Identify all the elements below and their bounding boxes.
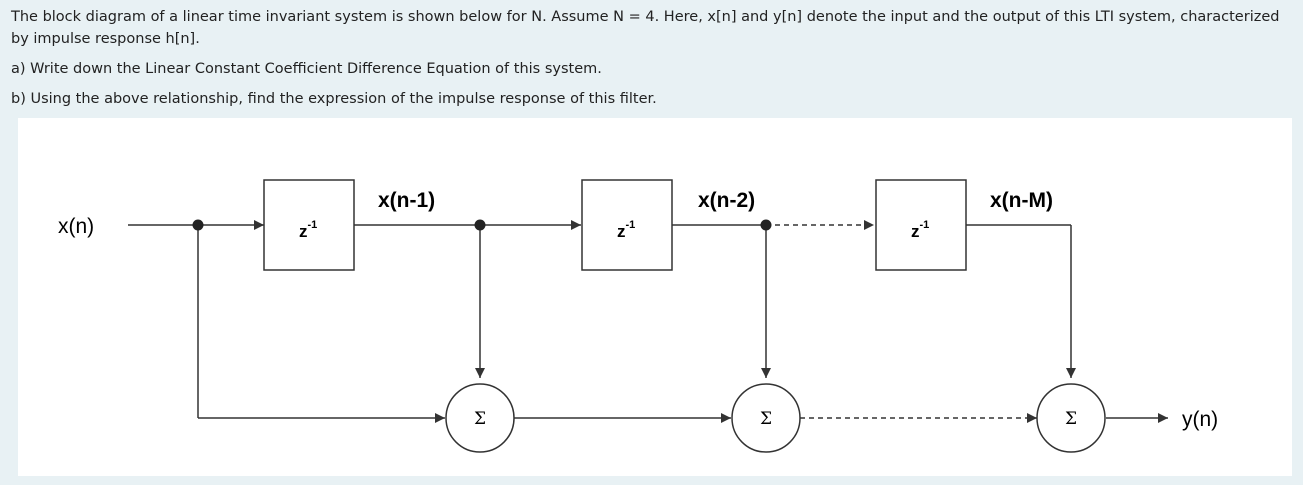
question-text: The block diagram of a linear time invar…	[11, 6, 1296, 118]
delay-block-1	[263, 179, 355, 271]
delay-label-1: x(n-1)	[378, 189, 435, 212]
question-part-a: a) Write down the Linear Constant Coeffi…	[11, 61, 602, 77]
block-diagram: z-1 z-1 z-1 Σ Σ Σ x(n) x(n-1) x(n-2) x(n…	[58, 179, 1218, 453]
delay-block-3-label: z-1	[911, 219, 929, 241]
block-diagram-panel: z-1 z-1 z-1 Σ Σ Σ x(n) x(n-1) x(n-2) x(n…	[18, 118, 1292, 476]
adder-1-symbol: Σ	[474, 409, 486, 429]
junction-dot-3	[760, 219, 772, 231]
adder-3-symbol: Σ	[1065, 409, 1077, 429]
adder-1	[445, 383, 515, 453]
adder-2-symbol: Σ	[760, 409, 772, 429]
junction-dot-1	[192, 219, 204, 231]
adder-3	[1036, 383, 1106, 453]
adder-2	[731, 383, 801, 453]
question-part-b: b) Using the above relationship, find th…	[11, 91, 657, 107]
junction-dot-2	[474, 219, 486, 231]
delay-label-2: x(n-2)	[698, 189, 755, 212]
delay-block-2	[581, 179, 673, 271]
input-label: x(n)	[58, 215, 94, 238]
delay-block-3	[875, 179, 967, 271]
delay-block-2-label: z-1	[617, 219, 635, 241]
delay-label-3: x(n-M)	[990, 189, 1053, 212]
question-intro: The block diagram of a linear time invar…	[11, 9, 1280, 47]
delay-block-1-label: z-1	[299, 219, 317, 241]
output-label: y(n)	[1182, 408, 1218, 431]
